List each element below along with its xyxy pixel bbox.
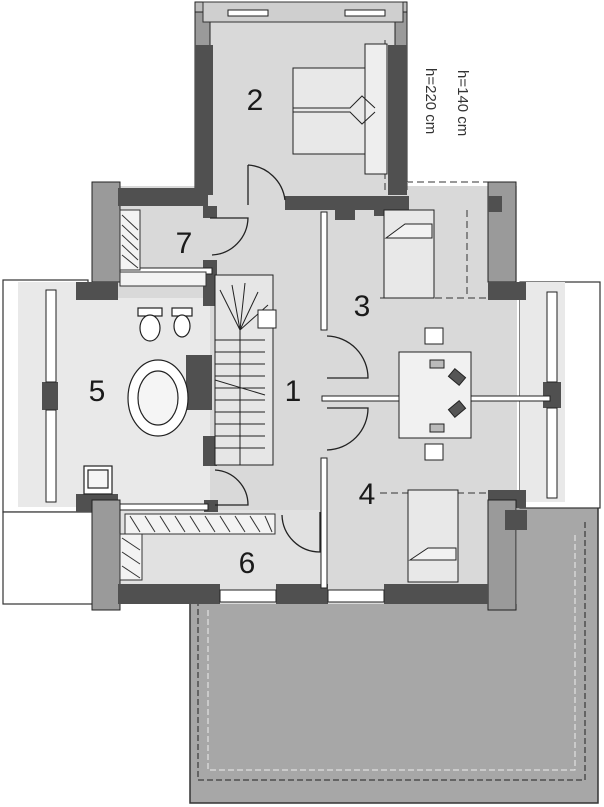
room-label-1: 1 xyxy=(285,375,302,408)
height-note-low: h=140 cm xyxy=(454,70,471,136)
double-bed-icon xyxy=(292,43,388,175)
room-label-3: 3 xyxy=(354,290,371,323)
bathroom-fixtures xyxy=(83,307,193,495)
walls xyxy=(42,1,561,611)
single-bed-icon xyxy=(407,489,459,583)
window-icon xyxy=(327,589,385,603)
door-swing-icon xyxy=(210,217,249,256)
stairs-icon xyxy=(214,274,277,466)
room-label-5: 5 xyxy=(89,375,106,408)
height-note-high: h=220 cm xyxy=(422,68,439,134)
height-notes: h=140 cm h=220 cm xyxy=(422,68,471,136)
door-swing-icon xyxy=(247,164,286,205)
door-swing-icon xyxy=(326,335,369,379)
desk-icon xyxy=(398,327,472,461)
doors xyxy=(210,164,369,553)
wardrobe-icon xyxy=(119,209,276,581)
room-label-7: 7 xyxy=(176,227,193,260)
door-swing-icon xyxy=(326,407,369,451)
door-swing-icon xyxy=(214,469,249,506)
door-swing-icon xyxy=(281,512,321,553)
single-bed-icon xyxy=(383,209,435,299)
room-label-2: 2 xyxy=(247,84,264,117)
room-label-4: 4 xyxy=(359,478,376,511)
room-label-6: 6 xyxy=(239,547,256,580)
windows xyxy=(45,9,558,603)
window-icon xyxy=(219,589,277,603)
room-labels: 2 7 3 5 1 4 6 xyxy=(89,84,376,580)
